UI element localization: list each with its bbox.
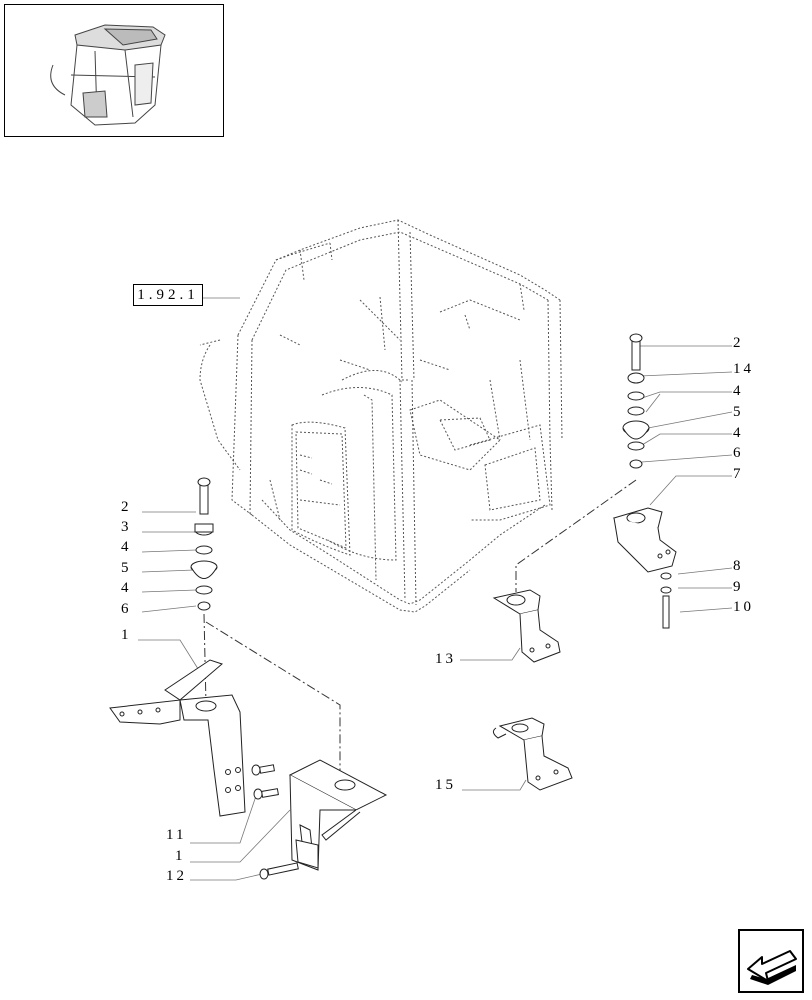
callout-2: 2 (121, 499, 132, 515)
callout-8: 8 (733, 558, 744, 574)
thumbnail-frame (4, 4, 224, 137)
callout-4: 4 (733, 425, 744, 441)
bracket-7 (612, 507, 677, 573)
left-mount-hardware (190, 477, 218, 611)
callout-5: 5 (121, 560, 132, 576)
next-page-button[interactable] (738, 929, 804, 993)
callout-1: 1 (175, 848, 186, 864)
left-bracket-assembly (109, 659, 279, 817)
callout-2: 2 (733, 335, 744, 351)
centre-bracket-assembly (259, 759, 388, 880)
reference-link-box[interactable]: 1.92.1 (133, 284, 203, 306)
callout-1: 1 (121, 627, 132, 643)
cab-thumbnail-icon (50, 24, 166, 126)
callout-3: 3 (121, 519, 132, 535)
callout-4: 4 (121, 539, 132, 555)
callout-7: 7 (733, 466, 744, 482)
callout-10: 10 (733, 599, 754, 615)
bracket-13 (492, 589, 561, 663)
leader-lines (138, 297, 733, 881)
callout-5: 5 (733, 404, 744, 420)
next-page-arrow-icon (747, 950, 797, 985)
callout-4: 4 (733, 383, 744, 399)
callout-11: 11 (166, 827, 187, 843)
callout-6: 6 (121, 601, 132, 617)
callout-14: 14 (733, 361, 754, 377)
callout-12: 12 (166, 868, 187, 884)
callout-4: 4 (121, 580, 132, 596)
right-mount-hardware (622, 333, 672, 629)
cab-frame (199, 219, 563, 613)
bracket-15 (492, 717, 573, 791)
callout-15: 15 (435, 777, 456, 793)
callout-9: 9 (733, 579, 744, 595)
assembly-lines (203, 479, 637, 780)
callout-6: 6 (733, 445, 744, 461)
callout-13: 13 (435, 651, 456, 667)
